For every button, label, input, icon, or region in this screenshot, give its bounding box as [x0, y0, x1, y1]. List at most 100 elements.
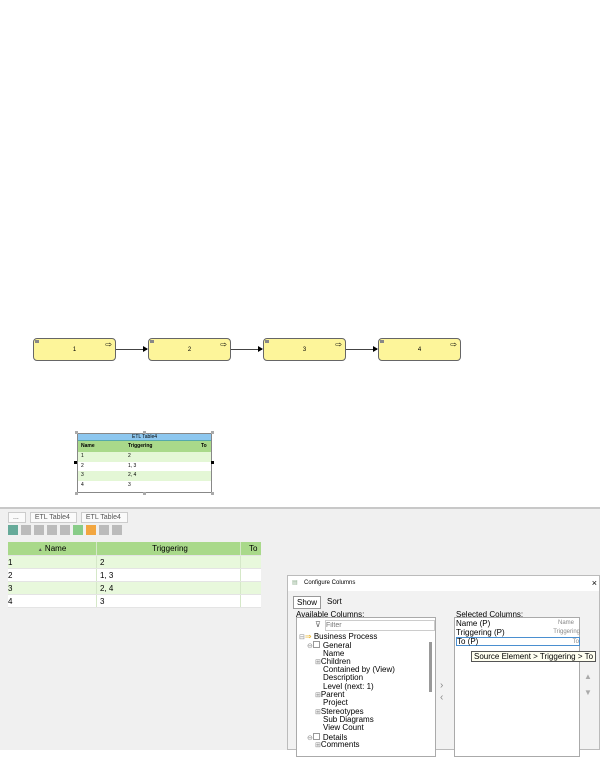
selected-column-item[interactable]: Triggering (P)Triggering — [456, 628, 580, 637]
connector[interactable] — [231, 346, 263, 352]
add-table-icon[interactable] — [8, 525, 18, 535]
checkbox[interactable] — [312, 641, 320, 649]
cell-name[interactable]: 4 — [8, 595, 97, 607]
header-label: Name — [44, 544, 67, 553]
process-3[interactable]: 3⇨ — [263, 338, 346, 361]
cell-triggering[interactable]: 2, 4 — [97, 582, 241, 594]
column-header-triggering[interactable]: Triggering — [97, 542, 241, 555]
tree-item[interactable]: ⊖General — [299, 641, 427, 651]
port-handle[interactable] — [211, 461, 214, 464]
cell-to[interactable] — [241, 582, 261, 594]
expand-icon[interactable]: ⊖ — [307, 734, 313, 742]
cell-name[interactable]: 1 — [8, 556, 97, 568]
documents-icon[interactable] — [47, 525, 57, 535]
cell-to[interactable] — [241, 595, 261, 607]
selected-column-item[interactable]: To (P) To — [456, 637, 580, 646]
resize-handle[interactable] — [143, 492, 146, 495]
tab-show[interactable]: Show — [293, 596, 322, 609]
tree-item[interactable]: ⊖Details — [299, 732, 427, 742]
copy-icon[interactable] — [99, 525, 109, 535]
expand-icon[interactable]: ⊞ — [315, 692, 321, 700]
filter-icon: ⊽ — [315, 620, 321, 629]
column-alias[interactable]: Triggering — [553, 629, 580, 635]
tree-item[interactable]: Name — [299, 648, 427, 658]
expand-icon[interactable]: ⊖ — [307, 643, 313, 651]
tree-item-label: Name — [323, 648, 345, 658]
column-header-name[interactable]: ▲ Name — [8, 542, 97, 555]
breadcrumb-item[interactable]: ETL Table4 — [29, 512, 77, 523]
connector[interactable] — [116, 346, 148, 352]
expand-icon[interactable]: ⊞ — [315, 741, 321, 749]
connector[interactable] — [346, 346, 378, 352]
cell-to[interactable] — [241, 569, 261, 581]
column-alias[interactable]: Name — [557, 620, 574, 626]
tree-item[interactable]: ⊞Stereotypes — [299, 707, 427, 716]
process-4[interactable]: 4⇨ — [378, 338, 461, 361]
dialog-title: Configure Columns — [304, 580, 356, 586]
scrollbar[interactable] — [429, 642, 432, 692]
dialog-titlebar[interactable]: ▤ Configure Columns × — [288, 576, 599, 591]
tree-item[interactable]: ⊞Comments — [299, 740, 427, 749]
cell: 2 — [81, 462, 84, 469]
cell: 2 — [128, 453, 131, 459]
configure-columns-icon[interactable] — [73, 525, 83, 535]
tooltip: Source Element > Triggering > To — [471, 651, 597, 662]
close-button[interactable]: × — [591, 578, 597, 588]
cell-triggering[interactable]: 3 — [97, 595, 241, 607]
tree-item[interactable]: ⊞Parent — [299, 690, 427, 700]
filter-input[interactable] — [325, 620, 435, 631]
tree-item[interactable]: Project — [299, 699, 427, 707]
column-alias[interactable]: To — [572, 639, 579, 645]
tree-item-label: Sub Diagrams — [323, 714, 374, 724]
resize-handle[interactable] — [211, 431, 214, 434]
cell-triggering[interactable]: 2 — [97, 556, 241, 568]
cell-name[interactable]: 2 — [8, 569, 97, 581]
column-label: To (P) — [457, 637, 479, 646]
tree-item[interactable]: ⊞Children — [299, 657, 427, 666]
move-up-icon[interactable]: ▲ — [584, 672, 592, 681]
toolbar — [8, 525, 122, 535]
expand-icon[interactable]: ⊟ — [299, 634, 305, 641]
tree-item[interactable]: View Count — [299, 724, 427, 732]
add-column-icon[interactable]: › — [440, 680, 444, 691]
refresh-icon[interactable] — [86, 525, 96, 535]
resize-handle[interactable] — [75, 492, 78, 495]
cell-name[interactable]: 3 — [8, 582, 97, 594]
port-handle[interactable] — [74, 461, 77, 464]
column-header-to[interactable]: To — [249, 544, 258, 553]
cell-to[interactable] — [241, 556, 261, 568]
dialog-icon: ▤ — [292, 580, 298, 586]
expand-icon[interactable]: ⊞ — [315, 658, 321, 666]
process-1[interactable]: 1⇨ — [33, 338, 116, 361]
resize-handle[interactable] — [75, 431, 78, 434]
tree-item[interactable]: Contained by (View) — [299, 666, 427, 674]
document-icon[interactable] — [34, 525, 44, 535]
paste-icon[interactable] — [112, 525, 122, 535]
tab-sort[interactable]: Sort — [327, 597, 342, 606]
remove-column-icon[interactable]: ‹ — [440, 692, 444, 703]
breadcrumb-item[interactable]: ETL Table4 — [80, 512, 128, 523]
process-label: 3 — [302, 346, 307, 353]
etl-table-title: ETL Table4 — [78, 434, 211, 441]
export-icon[interactable] — [60, 525, 70, 535]
move-down-icon[interactable]: ▼ — [584, 688, 592, 697]
tree-item[interactable]: ⊟⇒ Business Process — [299, 632, 427, 641]
resize-handle[interactable] — [211, 492, 214, 495]
process-2[interactable]: 2⇨ — [148, 338, 231, 361]
cell-triggering[interactable]: 1, 3 — [97, 569, 241, 581]
tree-item[interactable]: Sub Diagrams — [299, 714, 427, 724]
insert-icon[interactable] — [21, 525, 31, 535]
selected-column-item[interactable]: Name (P)Name — [456, 619, 580, 628]
tree-item[interactable]: Description — [299, 674, 427, 682]
breadcrumb-item[interactable]: ... — [8, 512, 26, 523]
checkbox[interactable] — [312, 732, 320, 740]
expand-icon[interactable]: ⊞ — [315, 708, 321, 716]
resize-handle[interactable] — [143, 431, 146, 434]
tree-item[interactable]: Level (next: 1) — [299, 682, 427, 691]
